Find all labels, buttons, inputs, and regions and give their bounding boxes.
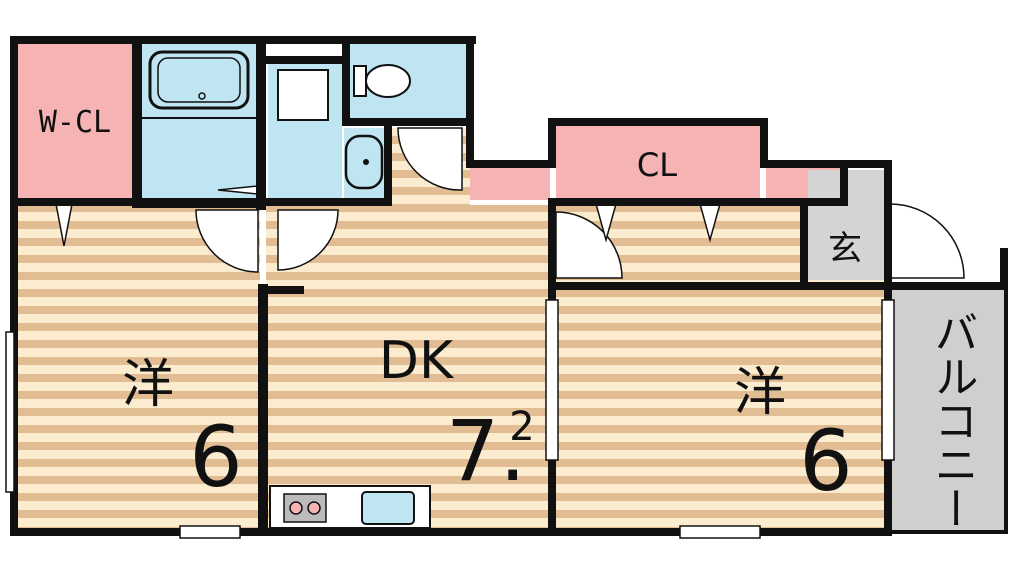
closet-strip-left xyxy=(470,168,550,200)
door-swing-west-room xyxy=(195,209,259,273)
label-east-room: 洋 xyxy=(734,363,786,423)
label-dk-size-sup: 2 xyxy=(509,404,534,450)
door-swing-entrance xyxy=(889,203,965,279)
bathtub-inner xyxy=(157,57,241,103)
label-west-room-size: 6 xyxy=(189,408,242,506)
balcony-area xyxy=(892,286,1006,534)
burner-right xyxy=(307,501,321,515)
label-west-room: 洋 xyxy=(122,355,174,415)
label-dining-kitchen: DK xyxy=(379,331,455,391)
door-swing-washroom xyxy=(277,209,339,271)
bathtub-drain xyxy=(198,92,206,100)
label-dk-size: 7. xyxy=(446,402,526,500)
toilet-tank xyxy=(353,65,367,97)
bathtub xyxy=(148,50,250,110)
toilet-bowl xyxy=(365,64,411,98)
label-entrance: 玄 xyxy=(828,229,862,269)
closet-main xyxy=(556,126,760,200)
label-balcony: バルコニー xyxy=(927,310,978,530)
washing-machine xyxy=(277,69,329,121)
windows xyxy=(5,299,895,539)
label-closet: CL xyxy=(637,146,677,184)
burner-left xyxy=(289,501,303,515)
label-walk-in-closet: W-CL xyxy=(39,105,111,140)
door-swing-toilet xyxy=(397,127,463,191)
label-east-room-size: 6 xyxy=(799,412,852,510)
walk-in-closet xyxy=(18,44,132,200)
washbasin-drain xyxy=(363,159,369,165)
kitchen-sink xyxy=(361,491,415,525)
